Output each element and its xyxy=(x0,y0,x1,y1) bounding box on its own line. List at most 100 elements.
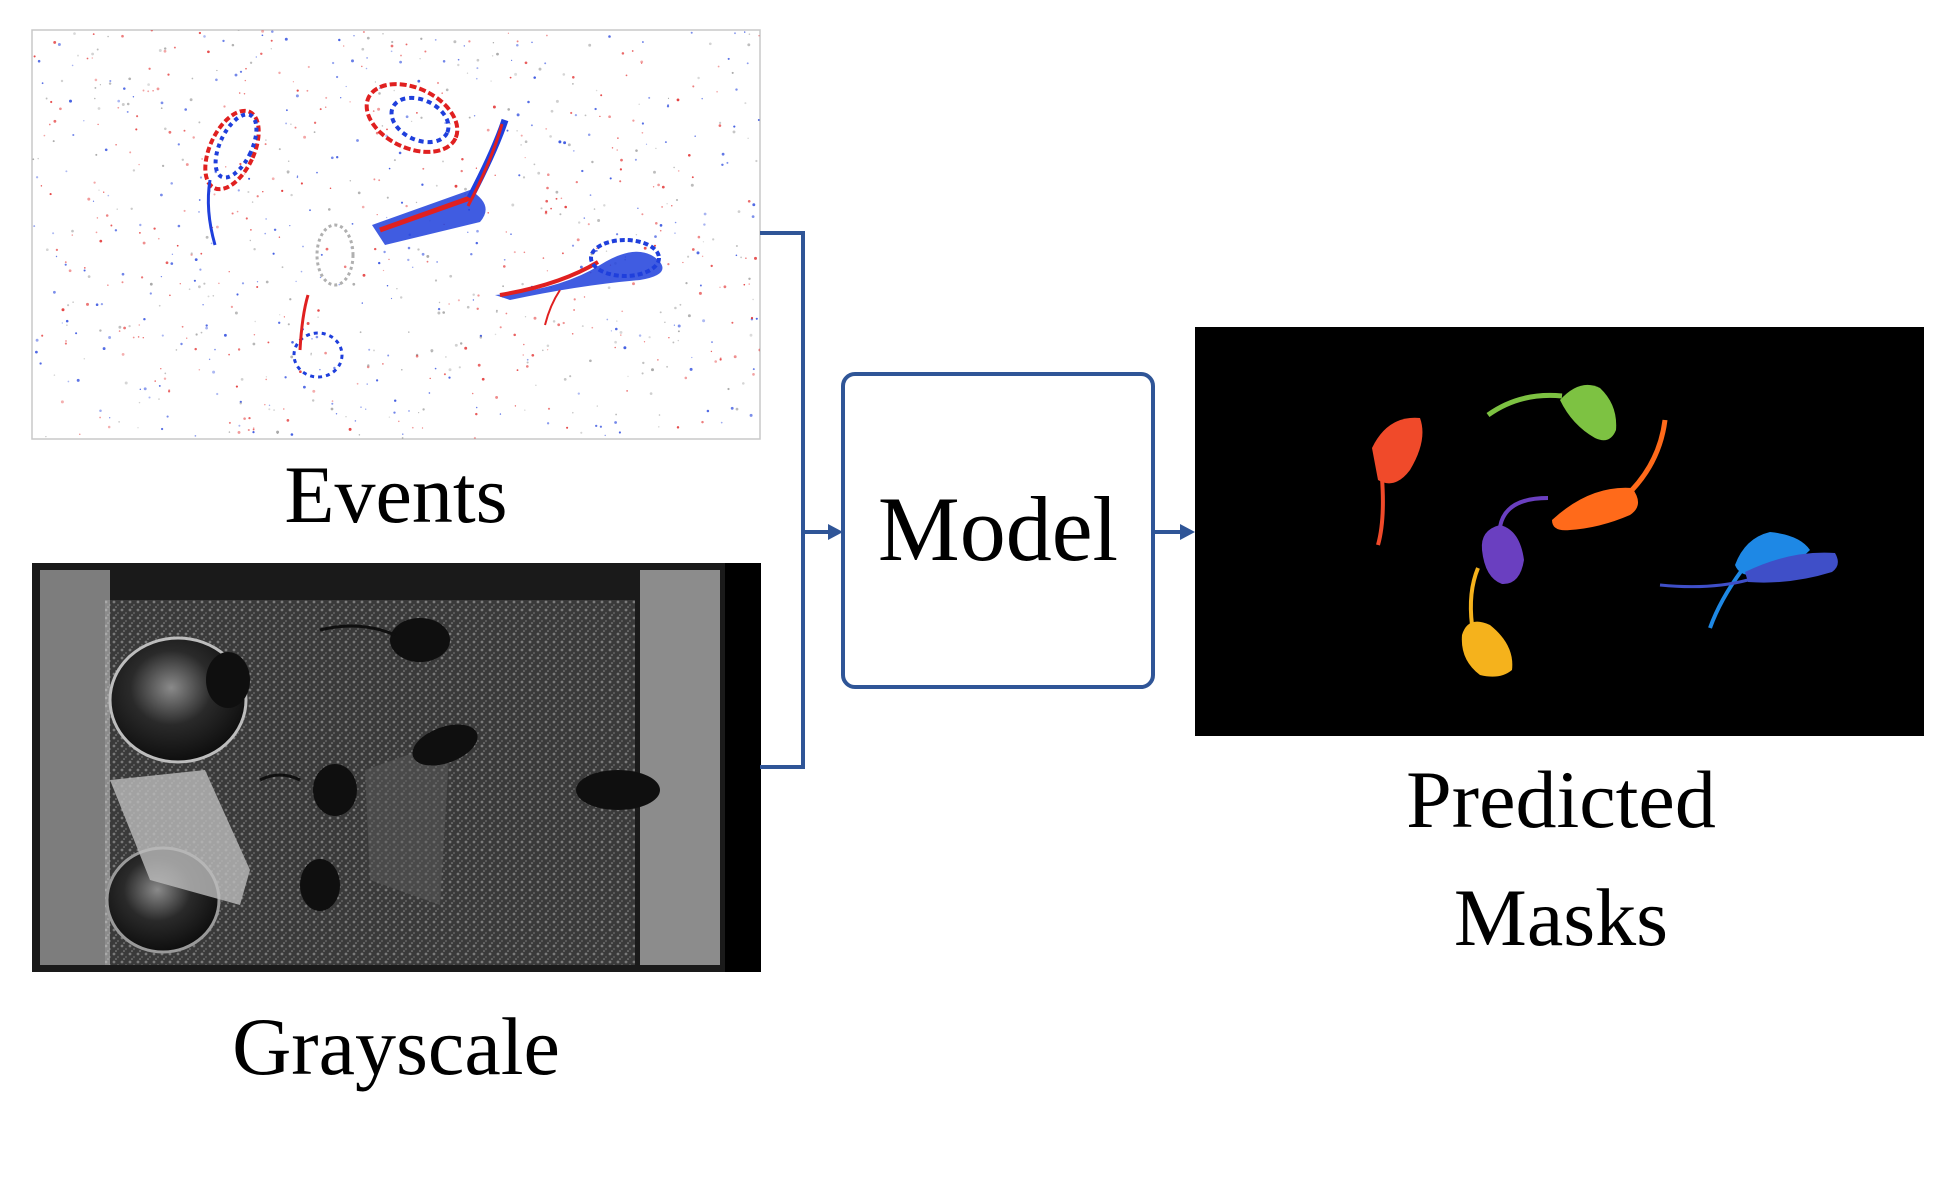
event-noise-dot xyxy=(361,65,363,68)
event-noise-dot xyxy=(203,282,206,285)
event-noise-dot xyxy=(324,106,327,108)
event-noise-dot xyxy=(499,413,502,415)
event-noise-dot xyxy=(522,354,524,356)
event-noise-dot xyxy=(703,212,707,216)
event-noise-dot xyxy=(653,244,657,247)
event-noise-dot xyxy=(167,73,170,76)
event-noise-dot xyxy=(481,377,485,381)
event-noise-dot xyxy=(649,392,653,395)
event-noise-dot xyxy=(435,184,438,187)
event-noise-dot xyxy=(296,175,299,177)
event-noise-dot xyxy=(619,330,623,334)
event-noise-dot xyxy=(524,156,526,159)
event-noise-dot xyxy=(139,388,142,391)
event-noise-dot xyxy=(130,207,133,210)
event-noise-dot xyxy=(271,177,275,181)
event-noise-dot xyxy=(747,43,751,47)
event-noise-dot xyxy=(105,214,109,217)
event-noise-dot xyxy=(390,50,393,53)
event-noise-dot xyxy=(619,180,622,183)
event-noise-dot xyxy=(237,348,241,351)
event-noise-dot xyxy=(525,365,529,368)
event-noise-dot xyxy=(657,183,660,187)
event-noise-dot xyxy=(491,55,494,57)
event-noise-dot xyxy=(290,193,293,197)
event-noise-dot xyxy=(108,82,112,85)
event-noise-dot xyxy=(189,98,193,102)
event-noise-dot xyxy=(235,385,238,388)
event-noise-dot xyxy=(117,106,120,109)
event-noise-dot xyxy=(514,405,517,407)
event-noise-dot xyxy=(147,83,150,86)
event-noise-dot xyxy=(285,122,288,125)
event-noise-dot xyxy=(524,409,526,411)
event-noise-dot xyxy=(434,39,437,41)
event-noise-dot xyxy=(45,435,47,438)
event-noise-dot xyxy=(132,169,136,172)
event-noise-dot xyxy=(53,119,57,123)
event-noise-dot xyxy=(207,50,210,54)
event-noise-dot xyxy=(717,65,720,68)
event-noise-dot xyxy=(265,139,267,141)
event-noise-dot xyxy=(83,269,86,272)
event-noise-dot xyxy=(319,368,321,371)
event-noise-dot xyxy=(117,99,121,103)
event-noise-dot xyxy=(546,34,548,37)
event-noise-dot xyxy=(454,343,458,347)
event-noise-dot xyxy=(513,251,516,254)
event-noise-dot xyxy=(139,232,141,234)
event-noise-dot xyxy=(702,241,705,243)
event-noise-dot xyxy=(744,31,746,33)
event-noise-dot xyxy=(616,149,618,151)
event-noise-dot xyxy=(718,121,722,125)
event-noise-dot xyxy=(405,204,408,208)
event-noise-dot xyxy=(361,47,365,51)
event-noise-dot xyxy=(657,359,659,361)
event-noise-dot xyxy=(205,326,208,330)
event-noise-dot xyxy=(59,107,62,111)
event-noise-dot xyxy=(140,276,144,279)
event-noise-dot xyxy=(35,350,38,354)
event-noise-dot xyxy=(547,407,551,410)
event-noise-dot xyxy=(316,171,318,174)
event-noise-dot xyxy=(170,262,174,265)
event-noise-dot xyxy=(53,374,56,376)
event-noise-dot xyxy=(537,171,541,175)
event-noise-dot xyxy=(726,161,729,164)
event-noise-dot xyxy=(302,245,304,248)
event-noise-dot xyxy=(641,122,644,125)
event-noise-dot xyxy=(161,334,164,337)
event-noise-dot xyxy=(643,341,646,343)
event-noise-dot xyxy=(43,134,46,137)
event-noise-dot xyxy=(391,40,394,44)
event-noise-dot xyxy=(118,421,120,423)
event-noise-dot xyxy=(698,291,702,295)
event-noise-dot xyxy=(71,229,74,233)
event-noise-dot xyxy=(166,415,169,418)
event-noise-dot xyxy=(549,135,552,138)
event-noise-dot xyxy=(291,340,294,344)
event-noise-dot xyxy=(57,43,61,46)
event-noise-dot xyxy=(195,333,198,336)
event-noise-dot xyxy=(92,200,95,202)
event-noise-dot xyxy=(603,204,606,207)
event-noise-dot xyxy=(214,348,216,351)
event-noise-dot xyxy=(638,334,642,337)
event-noise-dot xyxy=(320,253,323,256)
event-noise-dot xyxy=(605,250,608,252)
event-noise-dot xyxy=(494,333,497,336)
event-noise-dot xyxy=(411,426,414,429)
event-noise-dot xyxy=(476,58,480,62)
event-noise-dot xyxy=(580,431,583,434)
event-noise-dot xyxy=(733,355,737,359)
event-noise-dot xyxy=(138,163,140,166)
event-noise-dot xyxy=(499,326,502,329)
event-noise-dot xyxy=(353,35,355,37)
event-noise-dot xyxy=(212,370,216,374)
event-noise-dot xyxy=(158,384,161,387)
event-noise-dot xyxy=(295,280,297,283)
event-noise-dot xyxy=(205,324,208,327)
event-noise-dot xyxy=(596,247,598,250)
event-noise-dot xyxy=(546,270,549,272)
event-noise-dot xyxy=(252,431,255,434)
